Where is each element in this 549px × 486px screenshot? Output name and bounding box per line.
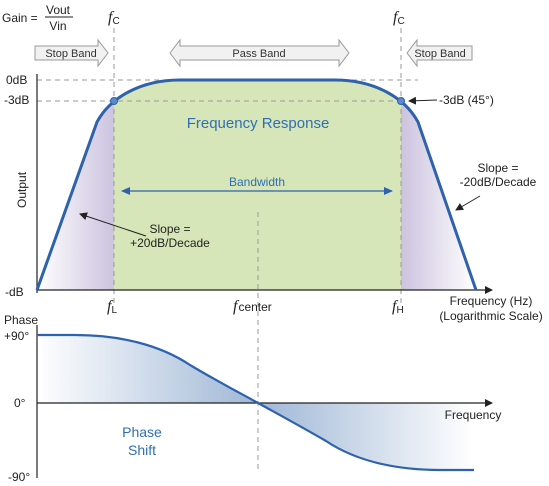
cutoff-label-left: fC [108,9,120,27]
slope-right-pointer [455,195,481,211]
x-axis-label-line2: (Logarithmic Scale) [439,309,542,323]
frequency-response-title: Frequency Response [187,115,330,132]
point-label: -3dB (45°) [439,93,494,107]
gain-numerator: Vout [46,3,71,17]
stop-band-left-label: Stop Band [45,48,96,60]
freq-marker-low: fL [107,298,117,316]
stopband-right-region [401,101,476,290]
stop-band-right-label: Stop Band [414,48,465,60]
slope-left-line2: +20dB/Decade [130,236,210,250]
y-tick-minus-db: -dB [5,285,24,299]
phase-shift-line1: Phase [122,424,162,440]
point-pointer [408,96,438,105]
slope-right-line1: Slope = [477,161,518,175]
slope-left-pointer [79,212,147,237]
gain-denominator: Vin [49,19,66,33]
phase-shift-line2: Shift [128,442,156,458]
stopband-left-region [37,101,114,290]
pass-band-arrow [169,38,350,68]
phase-curve [37,333,474,472]
freq-marker-high: fH [392,298,404,316]
phase-x-axis-label: Frequency [445,408,502,422]
cutoff-point-low [110,97,118,105]
y-tick-minus3db: -3dB [4,93,29,107]
phase-fill-upper [37,335,258,403]
magnitude-axes [36,74,493,294]
phase-fill-lower [258,403,474,470]
slope-right-line2: -20dB/Decade [460,175,537,189]
pass-band-label: Pass Band [232,48,285,60]
output-axis-label: Output [15,171,29,208]
slope-left-line1: Slope = [149,222,190,236]
frequency-response-curve [35,78,478,291]
y-tick-0db: 0dB [6,73,27,87]
gain-prefix: Gain = [2,11,38,25]
phase-tick-minus90: -90° [8,470,30,484]
phase-tick-plus90: +90° [4,329,29,343]
passband-region [114,80,401,290]
phase-tick-0: 0° [14,396,26,410]
phase-axis-label: Phase [4,313,38,327]
freq-marker-center: fcenter [233,298,272,315]
stop-band-left-arrow [34,38,109,68]
cutoff-label-right: fC [393,9,405,27]
stop-band-right-arrow [406,38,473,68]
bandwidth-label: Bandwidth [229,175,285,189]
phase-axes [36,325,493,478]
x-axis-label-line1: Frequency (Hz) [450,294,533,308]
cutoff-point-high [397,97,405,105]
